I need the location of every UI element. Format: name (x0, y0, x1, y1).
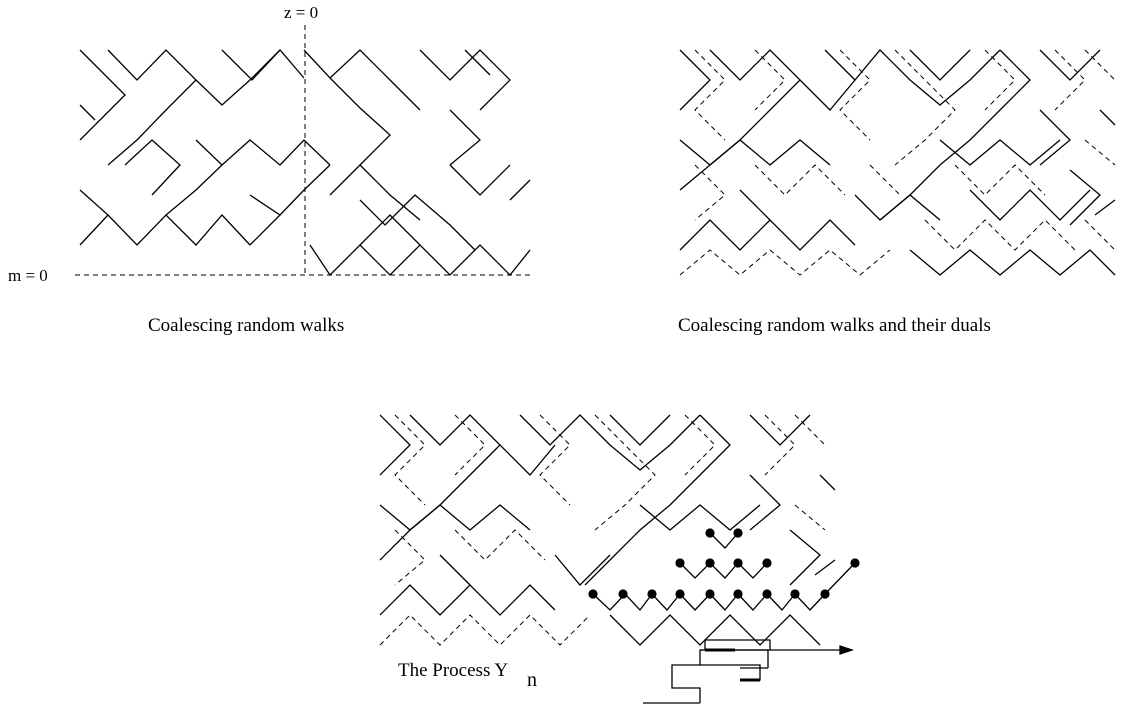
process-point (675, 558, 685, 568)
panel-bottom (379, 414, 860, 646)
process-point (618, 589, 628, 599)
caption-bottom: The Process Y (398, 660, 508, 681)
process-point (850, 558, 860, 568)
panel-top-left (75, 25, 531, 277)
process-point (733, 589, 743, 599)
panel-top-right (679, 49, 1116, 276)
axis-lines (75, 25, 530, 276)
caption-top-left: Coalescing random walks (148, 315, 344, 336)
process-point (705, 528, 715, 538)
z-axis-label: z = 0 (284, 3, 318, 22)
process-point (588, 589, 598, 599)
dual-walks (679, 49, 1116, 276)
caption-bottom-main: The Process Y (398, 660, 508, 681)
process-point (705, 558, 715, 568)
process-point (820, 589, 830, 599)
process-schematic (643, 639, 855, 704)
process-point (733, 528, 743, 538)
process-point (647, 589, 657, 599)
process-point (790, 589, 800, 599)
dual-walks (379, 414, 826, 646)
process-point (705, 589, 715, 599)
m-axis-label: m = 0 (8, 266, 48, 285)
solid-walks (679, 49, 1116, 276)
process-point (762, 558, 772, 568)
solid-walks (79, 49, 531, 277)
caption-top-right: Coalescing random walks and their duals (678, 315, 991, 336)
process-point (762, 589, 772, 599)
process-path (592, 532, 856, 612)
process-point (675, 589, 685, 599)
arrow-head (839, 645, 855, 655)
process-point (733, 558, 743, 568)
solid-walks (379, 414, 836, 646)
process-dots (588, 528, 860, 599)
caption-bottom-subscript: n (527, 669, 537, 691)
